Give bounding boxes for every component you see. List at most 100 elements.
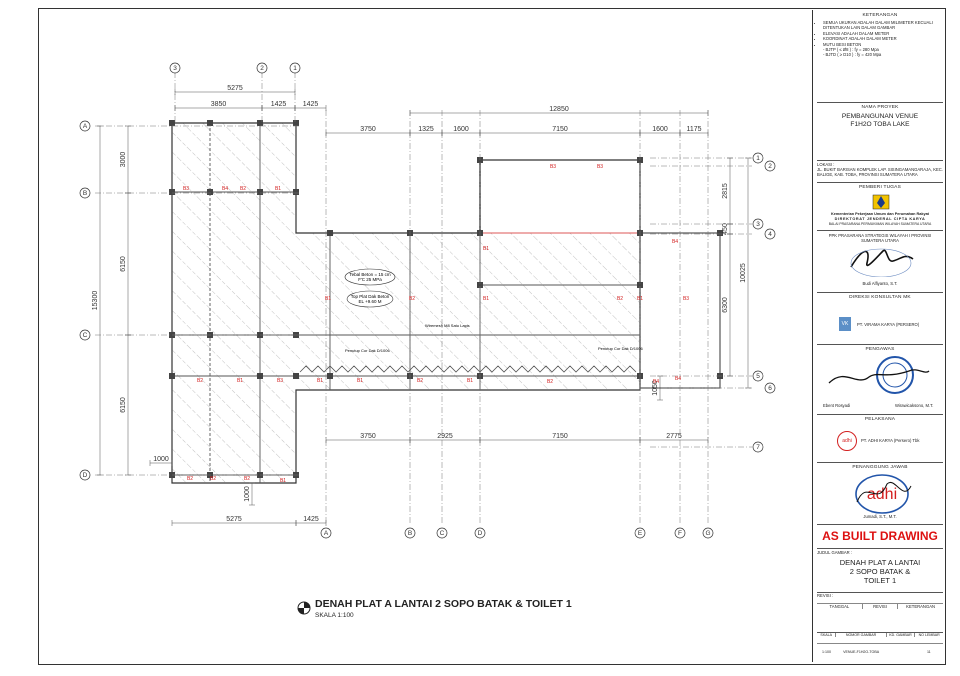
note-item: - BJTD ( ≥ D10 ) : fy = 420 Mpa	[823, 52, 882, 58]
grid-bubble-label: 2	[260, 65, 264, 72]
beam-label: B2	[244, 476, 250, 482]
beam-label: B3	[683, 296, 689, 302]
column	[169, 120, 175, 126]
foot-col-lembar: NO LEMBAR	[918, 633, 940, 637]
beam-label: B2	[547, 379, 553, 385]
rev-col-revisi: REVISI	[863, 604, 899, 609]
balai-text: BALAI PRASARANA PERMUKIMAN WILAYAH SUMAT…	[828, 222, 932, 226]
note-item: ELEVASI ADALAH DALAM METER	[823, 31, 943, 36]
dim-bottom-3: 7150	[479, 433, 641, 443]
note-item: - BJTP ( ≤ Ø8 ) : fy = 280 Mpa	[823, 47, 879, 53]
dim-left-1: 3000	[120, 125, 131, 194]
grid-bubble-bottom-F: F	[674, 527, 686, 539]
dim-label: 1175	[686, 126, 701, 133]
grid-bubble-label: 1	[756, 155, 760, 162]
dim-r5: 1600	[639, 126, 681, 136]
signature-icon	[850, 248, 914, 277]
dim-label: 5275	[227, 85, 243, 92]
adhi-logo-icon: adhi	[837, 431, 857, 451]
dim-label: 1425	[271, 101, 287, 108]
grid-bubble-label: B	[83, 190, 87, 197]
dim-label: 1000	[153, 456, 169, 463]
grid-bubble-right-5: 5	[752, 370, 764, 382]
grid-bubble-label: C	[83, 332, 88, 339]
grid-bubble-circle	[474, 527, 486, 539]
grid-bubble-label: B	[408, 530, 412, 537]
dim-label: 6300	[722, 297, 729, 313]
dim-top-c: 1425	[294, 101, 327, 111]
beam-label: B1	[637, 296, 643, 302]
dim-label: 3000	[120, 152, 127, 168]
dim-label: 1600	[453, 126, 469, 133]
column	[293, 373, 299, 379]
dim-label: 1000	[244, 486, 251, 502]
grid-bubble-circle	[702, 527, 714, 539]
dim-left-2: 6150	[120, 192, 131, 336]
grid-bubble-circle	[79, 120, 91, 132]
grid-bubble-label: 3	[756, 221, 760, 228]
grid-lines	[95, 72, 752, 525]
penanggung-name: Jumadi, S.T., M.T.	[863, 514, 897, 519]
foot-val-kd	[886, 650, 914, 654]
grid-bubble-circle	[404, 527, 416, 539]
beam-label: B1	[275, 186, 281, 192]
grid-bubble-label: A	[324, 530, 329, 537]
penanggung-header: PENANGGUNG JAWAB	[852, 465, 908, 470]
grid-bubble-circle	[256, 62, 268, 74]
dim-top-b: 1425	[261, 101, 296, 111]
beam-label: B3	[597, 164, 603, 170]
dim-r4: 7150	[479, 126, 641, 136]
grid-bubble-bottom-C: C	[436, 527, 448, 539]
column	[169, 189, 175, 195]
beam-label: B1	[357, 378, 363, 384]
grid-bubble-circle	[752, 370, 764, 382]
project-name: PEMBANGUNAN VENUE F1H2O TOBA LAKE	[841, 113, 919, 128]
drawing-title: DENAH PLAT A LANTAI 2 SOPO BATAK & TOILE…	[315, 598, 572, 610]
beam-label: B2	[417, 378, 423, 384]
beam-label: B1	[483, 296, 489, 302]
grid-bubble-right-1: 1	[752, 152, 764, 164]
grid-bubble-right-2: 2	[764, 160, 776, 172]
stamp-icon	[828, 356, 930, 394]
dim-r3: 1600	[441, 126, 481, 136]
kementerian-text: Kementerian Pekerjaan Umum dan Perumahan…	[831, 212, 929, 216]
beam-label: B2	[197, 378, 203, 384]
grid-bubble-bottom-A: A	[320, 527, 332, 539]
note-item: MUTU BESI BETON	[823, 42, 943, 47]
grid-bubble-label: E	[638, 530, 643, 537]
column	[257, 120, 263, 126]
grid-bubble-label: D	[478, 530, 483, 537]
dim-label: 1325	[418, 126, 434, 133]
dim-bottom-left-1: 5275	[171, 516, 297, 526]
foot-val-nomor: VENUE-F1H2O-TOBA	[843, 650, 880, 654]
dim-right-3: 6300	[722, 233, 733, 377]
as-built-label: AS BUILT DRAWING	[817, 524, 943, 547]
rev-col-keterangan: KETERANGAN	[906, 604, 936, 609]
grid-bubble-circle	[169, 62, 181, 74]
grid-bubble-circle	[764, 382, 776, 394]
lokasi-text: JL. BUKIT BARISAN KOMPLEK LAP. SISINGAMA…	[817, 167, 943, 178]
dim-small-2: 1000	[244, 482, 255, 506]
grid-bubble-label: C	[440, 530, 445, 537]
column	[257, 373, 263, 379]
grid-bubble-circle	[674, 527, 686, 539]
judul-label: JUDUL GAMBAR :	[817, 550, 852, 555]
beam-label: B4	[653, 379, 659, 385]
pemberi-tugas-header: PEMBERI TUGAS	[859, 185, 901, 190]
grid-bubble-top-2: 2	[256, 62, 268, 74]
pelaksana-header: PELAKSANA	[864, 417, 896, 422]
beam-label: B1	[237, 378, 243, 384]
dim-r6: 1175	[679, 126, 709, 136]
pupr-logo-icon	[872, 194, 890, 210]
grid-bubble-right-7: 7	[752, 441, 764, 453]
grid-bubble-top-1: 1	[289, 62, 301, 74]
grid-bubble-label: 6	[768, 385, 772, 392]
ppk-name: Budi Alfiyanto, S.T.	[862, 281, 898, 286]
column	[717, 230, 723, 236]
beam-label: B1	[317, 378, 323, 384]
grid-bubble-label: 1	[293, 65, 297, 72]
